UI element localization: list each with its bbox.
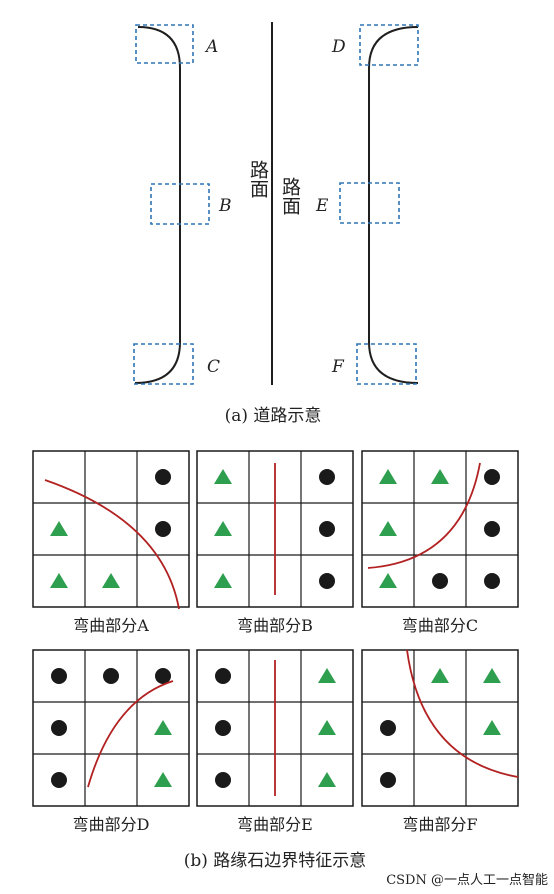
panel-frame [196, 450, 354, 608]
triangle-marker [50, 521, 68, 536]
triangle-marker [318, 720, 336, 735]
triangle-marker [483, 668, 501, 683]
point-label-d: D [331, 37, 346, 57]
triangle-marker [431, 469, 449, 484]
region-box-a [135, 24, 194, 64]
triangle-marker [50, 573, 68, 588]
road-surface-label-right: 路面 [279, 177, 301, 215]
region-box-e [339, 182, 400, 224]
circle-marker [319, 469, 335, 485]
circle-marker [380, 772, 396, 788]
panel-a: 弯曲部分A [32, 450, 190, 635]
triangle-marker [379, 573, 397, 588]
circle-marker [215, 772, 231, 788]
panel-caption: 弯曲部分A [73, 616, 149, 635]
panel-caption: 弯曲部分D [73, 815, 150, 834]
panel-c: 弯曲部分C [361, 450, 519, 635]
circle-marker [432, 573, 448, 589]
triangle-marker [214, 521, 232, 536]
panel-d: 弯曲部分D [32, 649, 190, 834]
circle-marker [215, 668, 231, 684]
circle-marker [215, 720, 231, 736]
panel-frame [361, 450, 519, 608]
boundary-curve [367, 462, 481, 569]
circle-marker [51, 668, 67, 684]
circle-marker [155, 668, 171, 684]
circle-marker [484, 521, 500, 537]
panel-caption: 弯曲部分B [237, 616, 313, 635]
point-label-e: E [315, 196, 329, 216]
triangle-marker [379, 469, 397, 484]
triangle-marker [154, 772, 172, 787]
circle-marker [319, 573, 335, 589]
triangle-marker [379, 521, 397, 536]
triangle-marker [318, 772, 336, 787]
circle-marker [319, 521, 335, 537]
region-box-b [150, 183, 210, 225]
triangle-marker [431, 668, 449, 683]
boundary-curve [44, 479, 180, 610]
right-curb-line [368, 26, 419, 384]
circle-marker [380, 720, 396, 736]
triangle-marker [483, 720, 501, 735]
left-curb-line [134, 26, 181, 384]
circle-marker [155, 521, 171, 537]
panel-frame [32, 450, 190, 608]
road-surface-label-left: 路面 [247, 160, 269, 198]
point-label-a: A [204, 37, 218, 57]
region-box-d [359, 24, 419, 66]
panel-e: 弯曲部分E [196, 649, 354, 834]
panel-f: 弯曲部分F [361, 649, 519, 834]
bottom-caption: (b) 路缘石边界特征示意 [184, 851, 367, 871]
panel-frame [361, 649, 519, 807]
road-caption: (a) 道路示意 [225, 406, 322, 426]
road-schematic: A B C D E F 路面 路面 (a) 道路示意 [133, 22, 419, 426]
panel-caption: 弯曲部分C [402, 616, 478, 635]
circle-marker [484, 573, 500, 589]
point-label-f: F [331, 357, 345, 377]
panel-frame [32, 649, 190, 807]
panel-b: 弯曲部分B [196, 450, 354, 635]
point-label-b: B [218, 196, 232, 216]
watermark: CSDN @一点人工一点智能 [386, 873, 548, 888]
triangle-marker [214, 469, 232, 484]
panel-caption: 弯曲部分F [402, 815, 477, 834]
panel-frame [196, 649, 354, 807]
circle-marker [155, 469, 171, 485]
circle-marker [51, 720, 67, 736]
triangle-marker [318, 668, 336, 683]
triangle-marker [214, 573, 232, 588]
triangle-marker [102, 573, 120, 588]
point-label-c: C [207, 357, 220, 377]
triangle-marker [154, 720, 172, 735]
boundary-curve [87, 680, 174, 788]
boundary-curve [406, 649, 519, 778]
region-box-c [133, 343, 194, 385]
region-box-f [356, 343, 417, 385]
panel-caption: 弯曲部分E [237, 815, 313, 834]
boundary-panels: 弯曲部分A 弯曲部分B 弯曲部分C 弯曲部分D 弯曲部分E 弯曲部分F [32, 450, 519, 834]
circle-marker [484, 469, 500, 485]
circle-marker [51, 772, 67, 788]
circle-marker [103, 668, 119, 684]
